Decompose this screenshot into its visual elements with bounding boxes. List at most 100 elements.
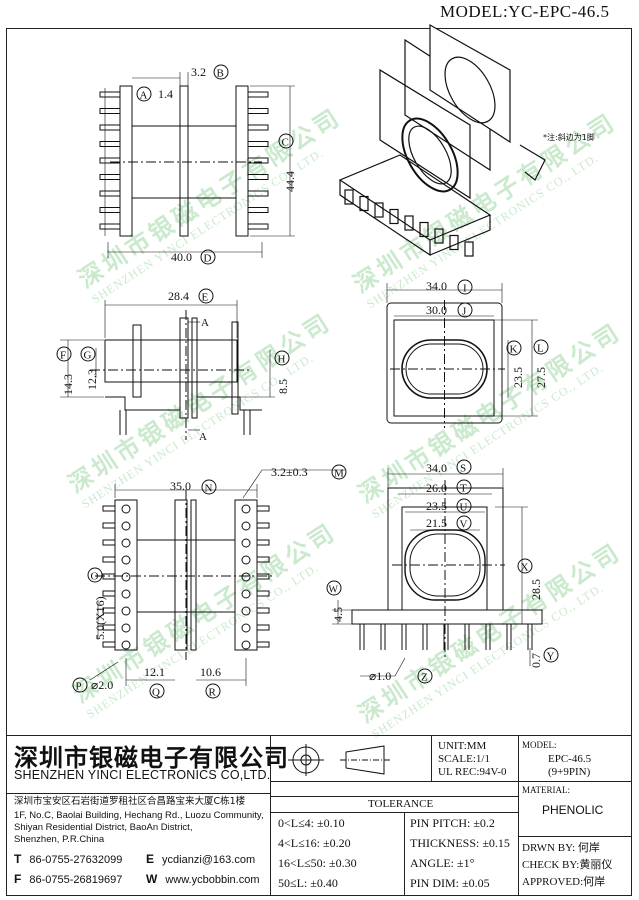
- iso-pin: [389, 208, 399, 225]
- dim-e-value: 28.4: [168, 289, 189, 303]
- dim-a-value: 1.4: [158, 87, 173, 101]
- pin-right: [248, 174, 269, 180]
- dim-w-value: 4.5: [331, 607, 345, 622]
- pin-left: [99, 157, 120, 164]
- tolerance-row: 0<L≤4: ±0.10: [278, 816, 345, 830]
- bottom-pin: [102, 624, 116, 631]
- pin-right: [248, 141, 269, 147]
- checked-by: CHECK BY:黄丽仪: [522, 859, 613, 871]
- pin-hole: [121, 623, 131, 633]
- drawn-by: DRWN BY: 何岸: [522, 842, 600, 854]
- dim-c-value: 44.4: [283, 171, 297, 192]
- bottom-pin: [102, 522, 116, 529]
- bottom-pin: [256, 641, 270, 648]
- dim-j-value: 30.0: [426, 303, 447, 317]
- dim-v-letter: V: [460, 519, 468, 531]
- dim-b-letter: B: [217, 68, 224, 80]
- dim-u-value: 23.5: [426, 499, 447, 513]
- bottom-pin: [256, 556, 270, 563]
- pin-left: [99, 141, 120, 147]
- bottom-pin: [256, 539, 270, 546]
- pin-hole: [241, 572, 251, 582]
- dim-k-value: 23.5: [511, 367, 525, 388]
- dim-p-letter: P: [76, 681, 82, 693]
- dim-y-value: 0.7: [529, 653, 543, 668]
- bottom-pin: [256, 590, 270, 597]
- bottom-pin: [256, 505, 270, 512]
- pin-left: [99, 108, 120, 114]
- pin-hole: [241, 521, 251, 531]
- dim-c-letter: C: [282, 137, 289, 149]
- end-view-pins: [332, 468, 543, 677]
- dim-i-value: 34.0: [426, 279, 447, 293]
- ul-rec: UL REC:94V-0: [438, 766, 507, 778]
- dim-d-value: 40.0: [171, 250, 192, 264]
- dim-y-letter: Y: [547, 651, 555, 663]
- model-value: EPC-46.5: [548, 753, 592, 765]
- dim-n-value: 35.0: [170, 479, 191, 493]
- company-name-en: SHENZHEN YINCI ELECTRONICS CO,LTD.: [14, 768, 271, 782]
- bottom-pin: [102, 607, 116, 614]
- pin-count: (9+9PIN): [548, 766, 591, 778]
- dim-g-letter: G: [84, 350, 92, 362]
- dim-p-value: ⌀2.0: [91, 678, 113, 692]
- pin-hole: [121, 572, 131, 582]
- bottom-pin: [256, 573, 270, 580]
- dim-q-letter: Q: [152, 687, 160, 699]
- pin-left: [99, 124, 120, 131]
- pin-hole: [121, 521, 131, 531]
- dim-l-letter: L: [537, 343, 544, 355]
- iso-pin: [419, 221, 429, 238]
- tolerance-row-right: PIN PITCH: ±0.2: [410, 816, 495, 830]
- tolerance-title: TOLERANCE: [368, 798, 434, 810]
- dim-s-letter: S: [460, 463, 466, 475]
- pin-right: [248, 108, 269, 114]
- tolerance-row-right: PIN DIM: ±0.05: [410, 876, 490, 890]
- dim-f-letter: F: [60, 350, 66, 362]
- end-view: [386, 283, 538, 428]
- dim-s-value: 34.0: [426, 461, 447, 475]
- dim-b-value: 3.2: [191, 65, 206, 79]
- pin-right: [248, 157, 269, 164]
- pin-note: *注:斜边为1脚: [543, 132, 595, 142]
- dim-g-value: 12.3: [85, 369, 99, 390]
- pin-hole: [241, 504, 251, 514]
- projection-symbol-icon: [288, 744, 392, 776]
- dim-a-letter: A: [140, 90, 148, 102]
- bottom-view: [89, 469, 345, 686]
- pin-hole: [241, 640, 251, 650]
- approved-by: APPROVED:何岸: [522, 876, 606, 888]
- pin-hole: [241, 606, 251, 616]
- bottom-pin: [102, 573, 116, 580]
- pin-right: [248, 207, 269, 213]
- iso-pin: [464, 241, 474, 257]
- material-value: PHENOLIC: [542, 803, 604, 817]
- bottom-pin: [102, 556, 116, 563]
- tolerance-row-right: ANGLE: ±1°: [410, 856, 475, 870]
- pin-hole: [241, 538, 251, 548]
- dim-t-letter: T: [460, 483, 467, 495]
- dim-q-value: 12.1: [144, 665, 165, 679]
- dim-w-letter: W: [329, 585, 339, 596]
- dim-k-letter: K: [510, 344, 518, 356]
- bottom-pin: [102, 505, 116, 512]
- unit: UNIT:MM: [438, 740, 487, 752]
- company-address-en-3: Shenzhen, P.R.China: [14, 834, 105, 845]
- tolerance-row: 16<L≤50: ±0.30: [278, 856, 357, 870]
- tolerance-row: 50≤L: ±0.40: [278, 876, 338, 890]
- material-label: MATERIAL:: [522, 785, 570, 795]
- bottom-pin: [102, 590, 116, 597]
- bottom-pin: [102, 539, 116, 546]
- dim-o-letter: O: [91, 571, 99, 583]
- company-address-cn: 深圳市宝安区石岩街道罗租社区合昌路宝来大厦C栋1楼: [14, 796, 246, 807]
- dim-x-value: 28.5: [529, 579, 543, 600]
- dim-d-letter: D: [204, 253, 212, 265]
- pin-left: [99, 190, 120, 197]
- side-view: [60, 300, 275, 440]
- pin-left: [99, 207, 120, 213]
- iso-pin: [344, 189, 354, 205]
